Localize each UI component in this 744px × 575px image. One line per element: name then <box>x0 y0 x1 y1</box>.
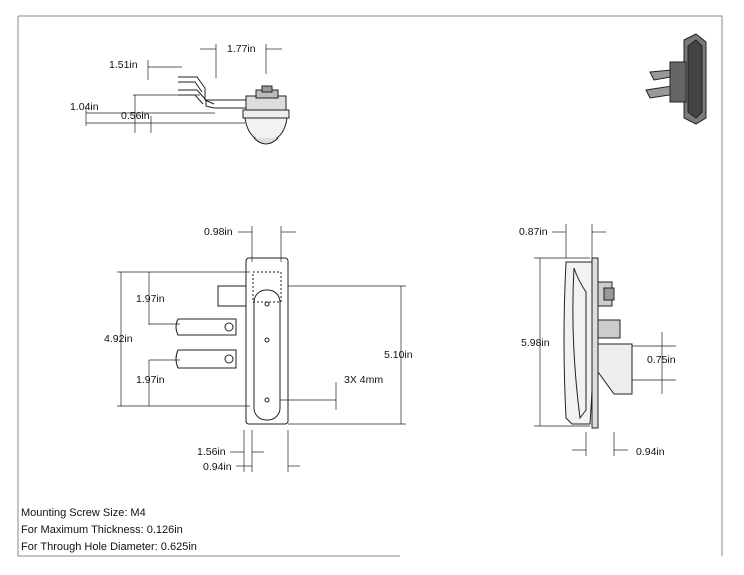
dim-top-height-a: 1.51in <box>109 59 138 71</box>
note-screw-size: Mounting Screw Size: M4 <box>21 507 146 519</box>
dim-front-upper-spacing: 1.97in <box>136 293 165 305</box>
front-view-dimensions <box>117 226 406 472</box>
dim-front-top-width: 0.98in <box>204 226 233 238</box>
note-max-thickness: For Maximum Thickness: 0.126in <box>21 524 183 536</box>
dim-top-height-b: 1.04in <box>70 101 99 113</box>
dim-front-overall-height: 5.10in <box>384 349 413 361</box>
top-view-dimensions <box>85 44 282 133</box>
dim-top-width: 1.77in <box>227 43 256 55</box>
dim-side-top-width: 0.87in <box>519 226 548 238</box>
dim-side-bar-height: 0.75in <box>647 354 676 366</box>
front-view <box>175 257 289 425</box>
dim-front-screws: 3X 4mm <box>344 374 384 386</box>
side-view <box>563 257 633 429</box>
dim-front-lower-spacing: 1.97in <box>136 374 165 386</box>
note-hole-diameter: For Through Hole Diameter: 0.625in <box>21 541 197 553</box>
dim-side-overall-height: 5.98in <box>521 337 550 349</box>
dim-top-offset: 0.56in <box>121 110 150 122</box>
sheet-frame <box>17 15 723 557</box>
dim-front-bottom-b: 0.94in <box>203 461 232 473</box>
top-view <box>178 76 290 145</box>
side-view-dimensions <box>534 224 676 456</box>
dim-side-bottom-width: 0.94in <box>636 446 665 458</box>
iso-view <box>645 33 707 125</box>
dim-front-overall-tabs: 4.92in <box>104 333 133 345</box>
dim-front-bottom-a: 1.56in <box>197 446 226 458</box>
